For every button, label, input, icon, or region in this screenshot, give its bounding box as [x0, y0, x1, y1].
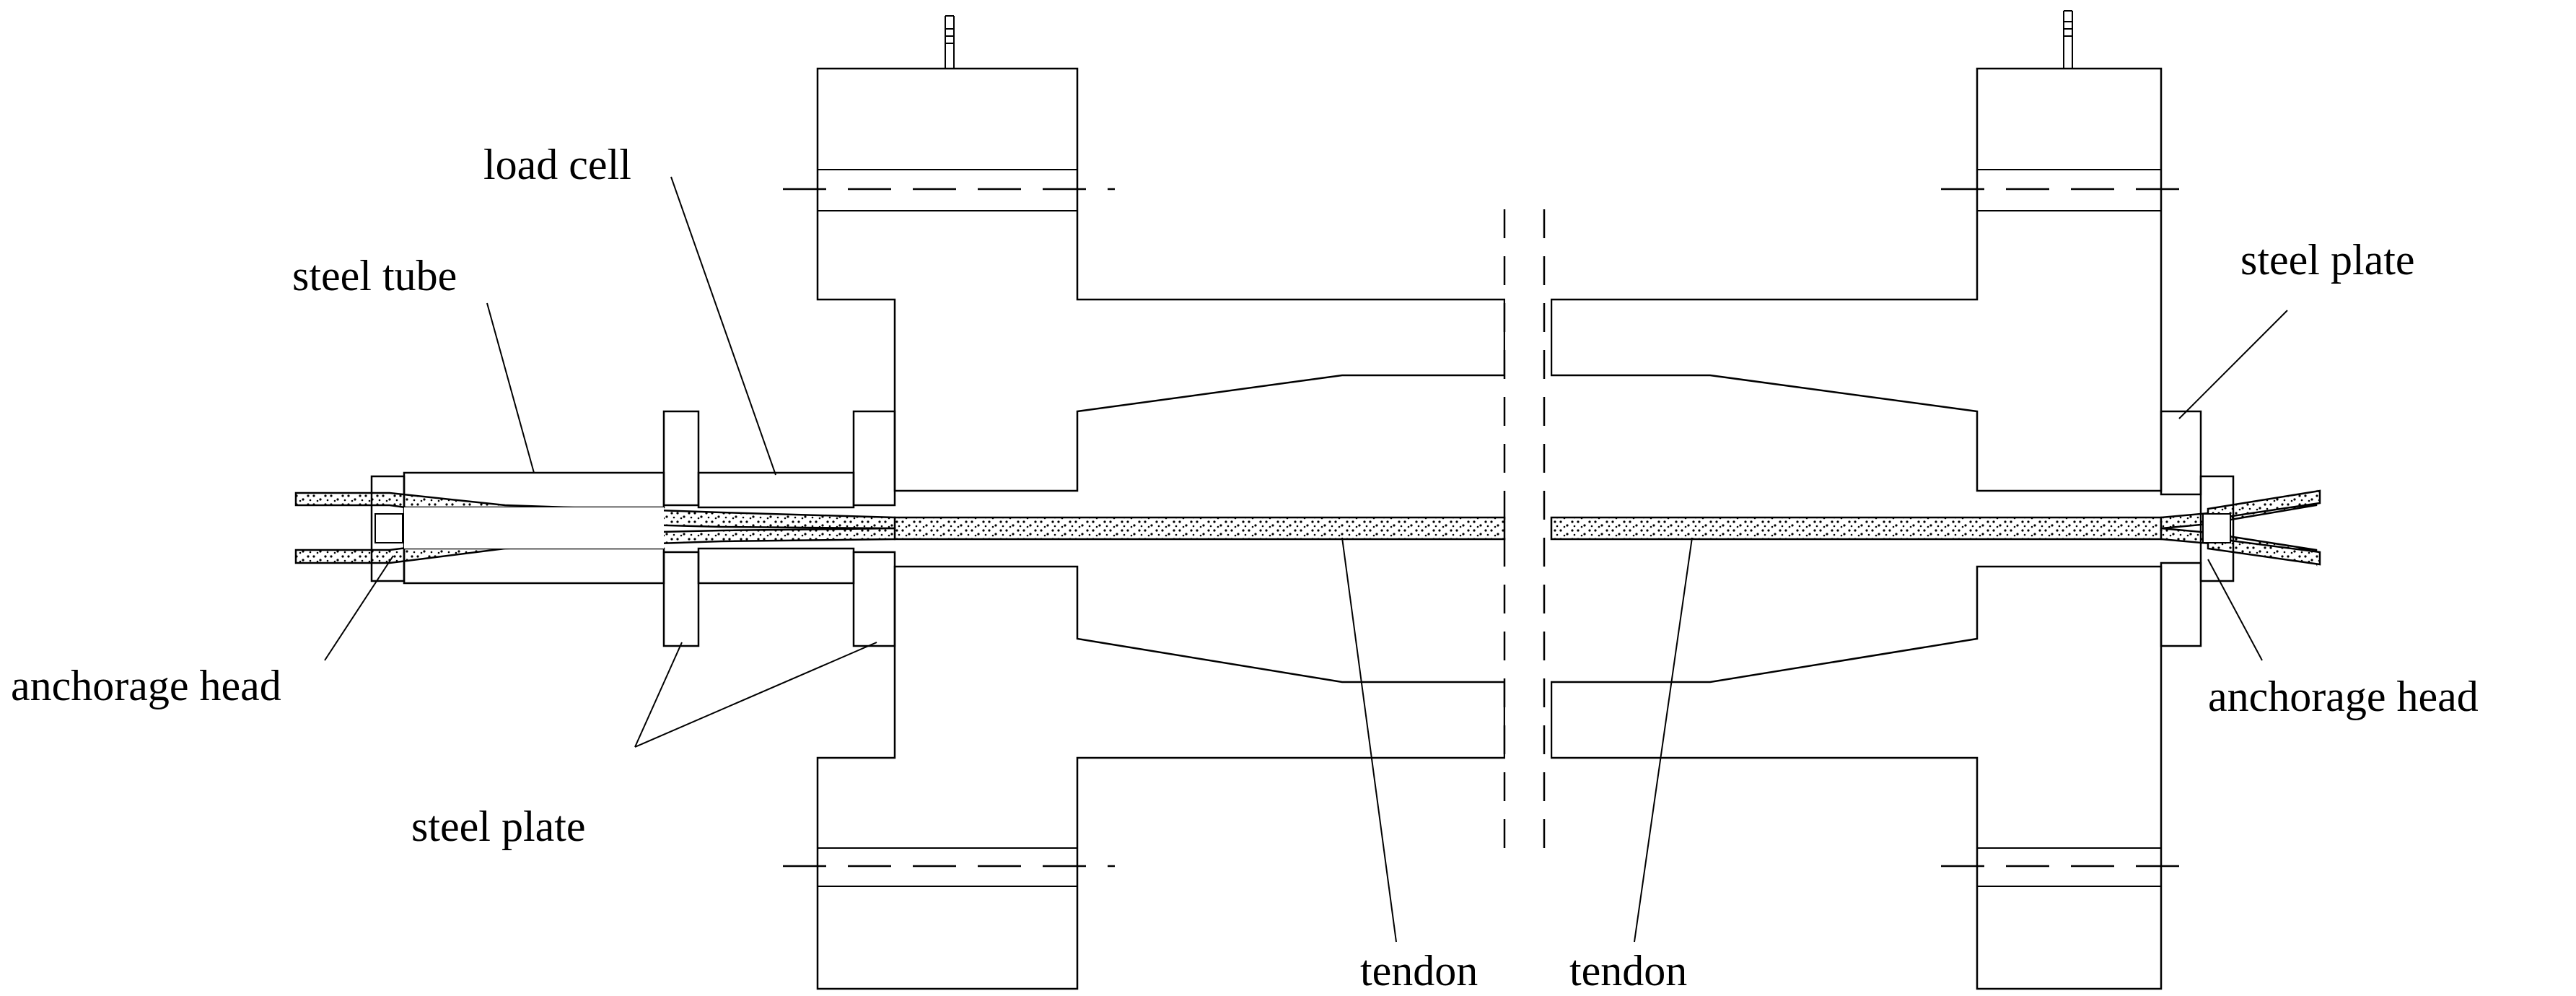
break-lines: [1503, 209, 1546, 852]
label-tendon-right: tendon: [1569, 947, 1687, 995]
right-concrete-specimen: [1550, 10, 2197, 990]
left-outer-steel-plate-top: [662, 410, 700, 507]
left-anchorage-head: [370, 475, 406, 582]
steel-tube: [403, 471, 665, 585]
left-inner-steel-plate-bottom: [852, 551, 896, 647]
left-concrete-specimen: [783, 15, 1506, 990]
label-anchorage-head-left: anchorage head: [11, 662, 281, 709]
label-steel-plate-left: steel plate: [411, 803, 586, 850]
left-inner-steel-plate-top: [852, 410, 896, 507]
label-load-cell: load cell: [483, 141, 631, 188]
right-anchorage-head: [2199, 475, 2235, 582]
leader-lines: [324, 176, 2288, 943]
label-anchorage-head-right: anchorage head: [2208, 673, 2479, 720]
label-steel-plate-right: steel plate: [2240, 236, 2415, 284]
left-top-rod: [945, 15, 955, 69]
label-steel-tube: steel tube: [292, 252, 457, 300]
label-tendon-left: tendon: [1360, 947, 1478, 995]
right-anchorage-assembly: [2160, 410, 2235, 647]
left-loading-assembly: [370, 410, 896, 647]
right-steel-plate-bottom: [2160, 562, 2202, 647]
right-steel-plate-top: [2160, 410, 2202, 496]
right-top-rod: [2063, 10, 2073, 69]
left-outer-steel-plate-bottom: [662, 551, 700, 647]
